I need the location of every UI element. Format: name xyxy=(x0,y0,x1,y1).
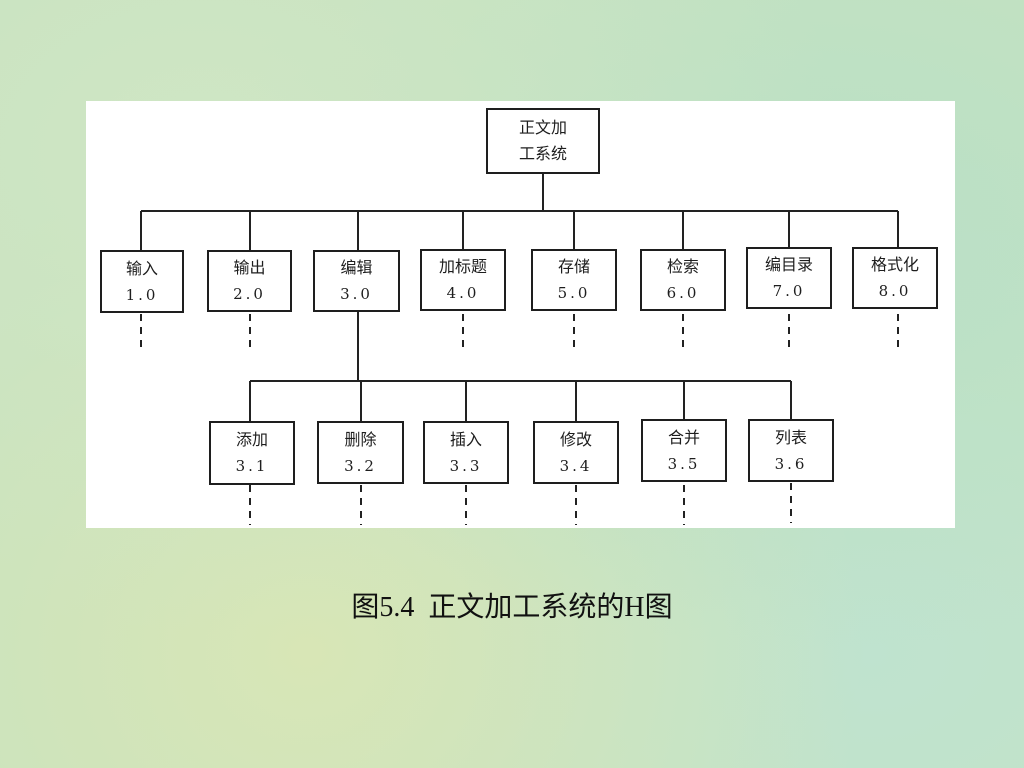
node-number: 3.1 xyxy=(235,457,269,475)
root-node: 正文加 工系统 xyxy=(486,108,600,174)
node-output: 输出 2.0 xyxy=(207,250,292,312)
node-number: 5.0 xyxy=(557,284,591,302)
node-modify: 修改 3.4 xyxy=(533,421,619,484)
node-label: 检索 xyxy=(666,257,699,276)
node-number: 3.2 xyxy=(344,456,377,475)
node-label: 合并 xyxy=(667,427,700,447)
node-number: 3.3 xyxy=(449,456,483,475)
connector-lines xyxy=(140,173,899,525)
node-number: 2.0 xyxy=(233,285,266,303)
node-format: 格式化 8.0 xyxy=(852,247,938,309)
node-input: 输入 1.0 xyxy=(100,250,184,313)
node-store: 存储 5.0 xyxy=(531,249,617,311)
root-label-line2: 工系统 xyxy=(518,144,567,163)
node-delete: 删除 3.2 xyxy=(317,421,404,484)
node-number: 6.0 xyxy=(666,284,700,302)
node-label: 删除 xyxy=(344,429,377,449)
node-label: 插入 xyxy=(449,429,482,449)
diagram-panel: 正文加 工系统 输入 1.0 输出 2.0 编辑 3.0 加标题 4.0 存储 … xyxy=(86,101,955,528)
node-label: 编目录 xyxy=(764,255,813,274)
node-merge: 合并 3.5 xyxy=(641,419,727,482)
node-number: 4.0 xyxy=(446,284,480,302)
node-label: 输出 xyxy=(233,258,266,277)
node-label: 格式化 xyxy=(870,255,919,274)
node-edit: 编辑 3.0 xyxy=(313,250,400,312)
node-number: 3.5 xyxy=(667,454,701,473)
node-append: 添加 3.1 xyxy=(209,421,295,485)
node-number: 7.0 xyxy=(772,282,806,300)
node-retrieve: 检索 6.0 xyxy=(640,249,726,311)
node-number: 3.0 xyxy=(340,285,373,303)
node-label: 加标题 xyxy=(438,257,487,276)
node-label: 编辑 xyxy=(340,258,373,277)
node-number: 8.0 xyxy=(878,282,912,300)
root-label-line1: 正文加 xyxy=(518,118,567,137)
node-catalog: 编目录 7.0 xyxy=(746,247,832,309)
node-number: 3.4 xyxy=(559,456,593,475)
node-label: 输入 xyxy=(125,258,158,278)
node-label: 列表 xyxy=(774,427,807,447)
node-number: 3.6 xyxy=(774,454,808,473)
node-label: 添加 xyxy=(235,430,268,449)
node-label: 修改 xyxy=(559,429,592,449)
node-add-title: 加标题 4.0 xyxy=(420,249,506,311)
node-label: 存储 xyxy=(557,257,590,276)
node-list: 列表 3.6 xyxy=(748,419,834,482)
figure-caption: 图5.4 正文加工系统的H图 xyxy=(351,592,673,623)
node-number: 1.0 xyxy=(125,285,159,304)
node-insert: 插入 3.3 xyxy=(423,421,509,484)
